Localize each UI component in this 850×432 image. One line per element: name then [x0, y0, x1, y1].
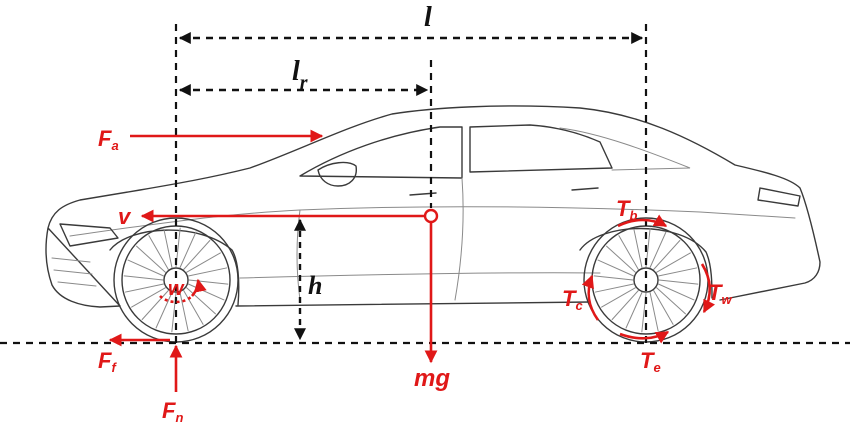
wheel-spoke [649, 291, 659, 332]
wheel-spoke [611, 290, 639, 320]
wheel-spoke [186, 252, 221, 273]
angular-speed-label: w [168, 278, 185, 300]
wheel-spoke [183, 290, 204, 325]
height-label: h [308, 271, 322, 300]
dimension-lines [0, 24, 850, 345]
wheel-spoke [606, 245, 636, 273]
wheel-spoke [656, 287, 686, 315]
wheel-spoke [656, 252, 691, 273]
wheel-torque-arrow [700, 263, 716, 314]
front-wheel [113, 217, 239, 343]
wheelbase-label: l [424, 2, 432, 33]
brake-torque-label: Tb [616, 196, 637, 223]
wheel-spoke [131, 287, 166, 308]
wheel-spoke [658, 279, 699, 285]
wheel-spoke [601, 287, 636, 308]
angular-speed-arrowhead [190, 278, 207, 297]
velocity-label: v [118, 204, 132, 229]
wheel-spoke [657, 283, 695, 301]
force-arrows [108, 129, 716, 392]
brake-torque-arrow [617, 214, 668, 228]
wheel-spoke [179, 291, 189, 332]
wheel-spoke [593, 275, 634, 281]
wheel-spoke [594, 283, 635, 293]
wheel-spoke [124, 283, 165, 293]
wheel-spoke [187, 267, 228, 277]
wheel-spoke [649, 231, 667, 269]
wheel-spoke [163, 228, 173, 269]
wheel-spoke [183, 240, 211, 270]
aero-force-label: Fa [98, 126, 119, 153]
wheel-spoke [179, 231, 197, 269]
wheel-spoke [188, 279, 229, 285]
wheel-spoke [141, 290, 169, 320]
wheel-spoke [657, 267, 698, 277]
wheel-torque-label: Tw [708, 280, 732, 307]
engine-torque-label: Te [640, 348, 661, 375]
friction-label: Ff [98, 348, 117, 375]
center-of-gravity-marker [423, 208, 439, 224]
normal-force-label: Fn [162, 398, 183, 425]
wheel-spoke [625, 291, 643, 329]
engine-torque-arrow [619, 330, 670, 344]
gravity-label: mg [414, 365, 450, 392]
wheel-spoke [186, 287, 216, 315]
wheel-spoke [123, 275, 164, 281]
wheel-spoke [597, 259, 635, 277]
wheel-spoke [148, 235, 169, 270]
wheel-spoke [155, 291, 173, 329]
labels: l lr h Fa v w mg Ff Fn Tb Tw Tc Te [98, 2, 732, 425]
wheel-spoke [127, 259, 165, 277]
wheel-spoke [653, 240, 681, 270]
angular-speed-curve [159, 295, 193, 304]
rolling-torque-arrow [581, 274, 600, 321]
wheel-spoke [653, 290, 674, 325]
wheel-spoke [618, 235, 639, 270]
wheel-spoke [633, 228, 643, 269]
rolling-torque-label: Tc [562, 286, 583, 313]
car-sketch [45, 105, 821, 308]
wheel-spoke [136, 245, 166, 273]
rear-distance-label: lr [292, 56, 308, 94]
